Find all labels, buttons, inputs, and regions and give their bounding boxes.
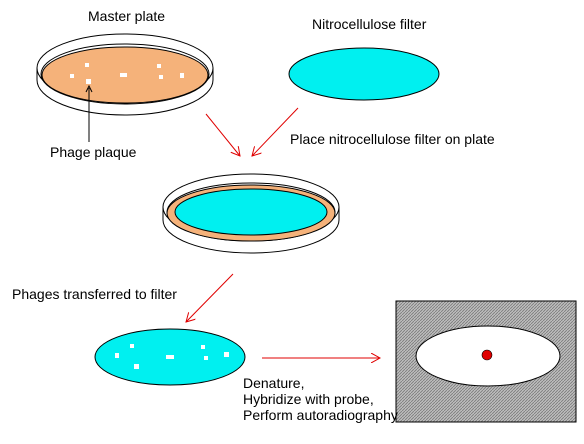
hybridization-signal-spot <box>481 349 493 361</box>
plaque <box>86 79 91 84</box>
master-plate <box>36 33 214 116</box>
place-filter-label: Place nitrocellulose filter on plate <box>290 131 495 147</box>
plaque <box>157 64 161 68</box>
transferred-filter <box>94 328 246 386</box>
combined-plate-filter <box>174 188 328 236</box>
processing-steps: Denature, Hybridize with probe, Perform … <box>243 375 398 423</box>
master-plate-label: Master plate <box>88 8 166 24</box>
plaque <box>134 364 139 369</box>
arrow-combined-to-filter <box>186 273 234 322</box>
transferred-plaques <box>115 344 229 369</box>
autoradiograph <box>395 300 577 423</box>
plaque <box>130 344 134 348</box>
nitrocellulose-filter-label: Nitrocellulose filter <box>312 16 427 32</box>
step-denature: Denature, <box>243 375 305 391</box>
plaque <box>180 73 184 78</box>
phage-plaque-label: Phage plaque <box>50 144 137 160</box>
plaque <box>70 74 74 78</box>
plaque <box>201 345 205 349</box>
plaque <box>159 75 163 79</box>
step-hybridize: Hybridize with probe, <box>243 391 374 407</box>
arrow-filter-to-combined <box>252 107 299 156</box>
plaque <box>204 356 208 360</box>
plaque <box>85 63 89 67</box>
phages-transferred-label: Phages transferred to filter <box>12 286 177 302</box>
plaque <box>120 73 127 77</box>
nitrocellulose-filter <box>288 47 440 101</box>
plaque <box>115 353 119 358</box>
arrow-plate-to-combined <box>205 113 240 156</box>
plaque <box>224 352 229 357</box>
phage-plaques <box>70 63 184 84</box>
plaque <box>166 355 174 359</box>
plate-with-filter <box>162 173 340 254</box>
plaque-pointer-arrowhead <box>85 84 93 93</box>
step-autoradiography: Perform autoradiography <box>243 407 398 423</box>
